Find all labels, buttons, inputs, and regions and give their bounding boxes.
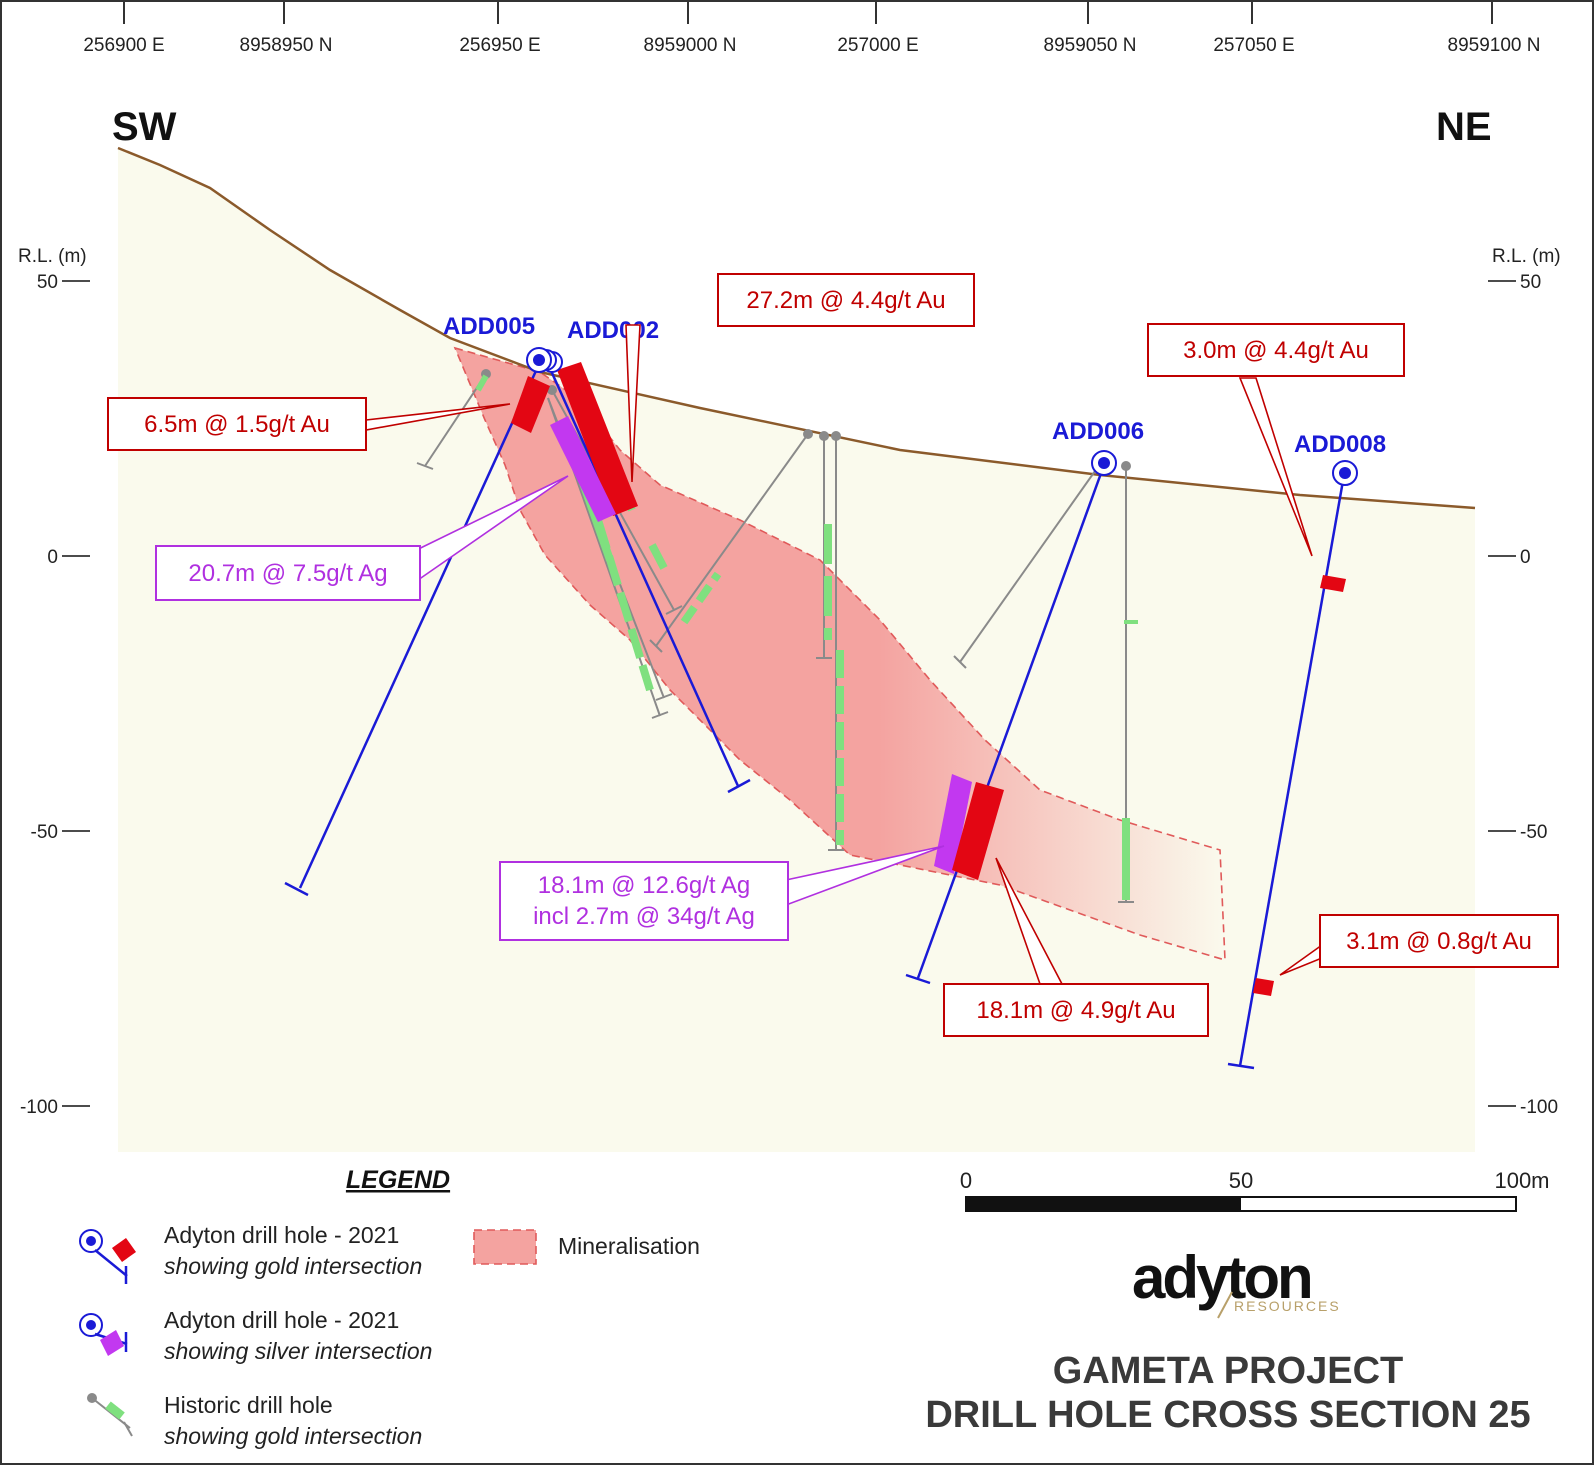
grid-label: 8958950 N: [240, 35, 333, 56]
hole-label-add008: ADD008: [1294, 431, 1386, 458]
gold-intersection-add002: [557, 362, 638, 516]
gold-intersection-add008-upper: [1320, 575, 1346, 592]
rl-tick-label: -100: [1520, 1097, 1558, 1118]
hole-label-add006: ADD006: [1052, 418, 1144, 445]
grid-label: 8959000 N: [644, 35, 737, 56]
rl-tick-label: 50: [37, 272, 58, 293]
grid-label: 256900 E: [83, 35, 164, 56]
callout-c4: 18.1m @ 12.6g/t Ag incl 2.7m @ 34g/t Ag: [499, 861, 789, 941]
logo-wordmark: adyton: [1132, 1244, 1311, 1311]
legend-gold-line2: showing gold intersection: [164, 1253, 422, 1279]
direction-ne: NE: [1436, 105, 1492, 149]
legend-mineral-swatch: [473, 1229, 537, 1265]
legend-silver-icon: [79, 1313, 128, 1356]
legend-silver-line1: Adyton drill hole - 2021: [164, 1307, 399, 1333]
scale-label-0: 0: [960, 1168, 972, 1193]
callout-text: 3.0m @ 4.4g/t Au: [1183, 337, 1369, 364]
adyton-drill-holes: [284, 361, 1346, 1070]
callout-c5: 18.1m @ 4.9g/t Au: [943, 983, 1209, 1037]
silver-intersection-add006: [934, 774, 972, 874]
callout-c1: 6.5m @ 1.5g/t Au: [107, 397, 367, 451]
scale-label-50: 50: [1229, 1168, 1253, 1193]
callout-c7: 3.1m @ 0.8g/t Au: [1319, 914, 1559, 968]
callout-text: incl 2.7m @ 34g/t Ag: [533, 903, 755, 930]
callout-text: 20.7m @ 7.5g/t Ag: [188, 560, 387, 587]
hole-label-add005: ADD005: [443, 313, 535, 340]
grid-label: 8959100 N: [1448, 35, 1541, 56]
rl-tick-label: 50: [1520, 272, 1541, 293]
direction-sw: SW: [112, 105, 177, 149]
rl-tick-label: 0: [1520, 547, 1531, 568]
callout-text: 3.1m @ 0.8g/t Au: [1346, 928, 1532, 955]
rl-tick-labels: 50 0 -50 -100 50 0 -50 -100: [20, 272, 1558, 1118]
gold-intersection-add008-lower: [1253, 978, 1274, 996]
grid-ticks: [123, 2, 1493, 24]
silver-intersection-add002: [550, 416, 616, 522]
callout-c2: 27.2m @ 4.4g/t Au: [717, 273, 975, 327]
gold-leaders: [365, 324, 1323, 985]
scale-label-100: 100m: [1494, 1168, 1549, 1193]
rl-tick-label: 0: [47, 547, 58, 568]
rl-axis-title-right: R.L. (m): [1492, 246, 1561, 267]
legend-gold-icon: [79, 1229, 136, 1284]
logo-subtext: RESOURCES: [1234, 1298, 1341, 1314]
rl-axis-title-left: R.L. (m): [18, 246, 87, 267]
grid-label: 257000 E: [837, 35, 918, 56]
adyton-collars: [526, 347, 1358, 486]
callout-text: 27.2m @ 4.4g/t Au: [746, 287, 945, 314]
grid-labels: 256900 E 8958950 N 256950 E 8959000 N 25…: [83, 35, 1540, 56]
rl-tick-label: -50: [1520, 822, 1547, 843]
grid-label: 257050 E: [1213, 35, 1294, 56]
legend-gold-line1: Adyton drill hole - 2021: [164, 1222, 399, 1248]
grid-label: 256950 E: [459, 35, 540, 56]
legend-hist-line1: Historic drill hole: [164, 1392, 333, 1418]
rl-ticks: [62, 280, 1516, 1107]
callout-text: 6.5m @ 1.5g/t Au: [144, 411, 330, 438]
legend-silver-line2: showing silver intersection: [164, 1338, 432, 1364]
hole-label-add002: ADD002: [567, 317, 659, 344]
title-line1: GAMETA PROJECT: [1053, 1350, 1403, 1392]
adyton-logo: adyton RESOURCES: [1132, 1244, 1341, 1319]
legend-historic-icon: [87, 1393, 133, 1437]
callout-text: 18.1m @ 4.9g/t Au: [976, 997, 1175, 1024]
rl-tick-label: -50: [31, 822, 58, 843]
hole-labels: ADD005 ADD002 ADD006 ADD008: [443, 313, 1386, 458]
grid-label: 8959050 N: [1044, 35, 1137, 56]
gold-intersection-add005: [511, 376, 550, 433]
callout-c3: 20.7m @ 7.5g/t Ag: [155, 545, 421, 601]
gold-intersection-add006: [952, 782, 1004, 880]
callout-c6: 3.0m @ 4.4g/t Au: [1147, 323, 1405, 377]
legend-mineral-label: Mineralisation: [558, 1233, 700, 1259]
legend-title: LEGEND: [346, 1166, 450, 1194]
legend-hist-line2: showing gold intersection: [164, 1423, 422, 1449]
rl-tick-label: -100: [20, 1097, 58, 1118]
callout-text: 18.1m @ 12.6g/t Ag: [538, 872, 751, 899]
scale-bar: [965, 1196, 1517, 1212]
title-line2: DRILL HOLE CROSS SECTION 25: [925, 1394, 1530, 1436]
historic-collars: [481, 369, 1131, 471]
